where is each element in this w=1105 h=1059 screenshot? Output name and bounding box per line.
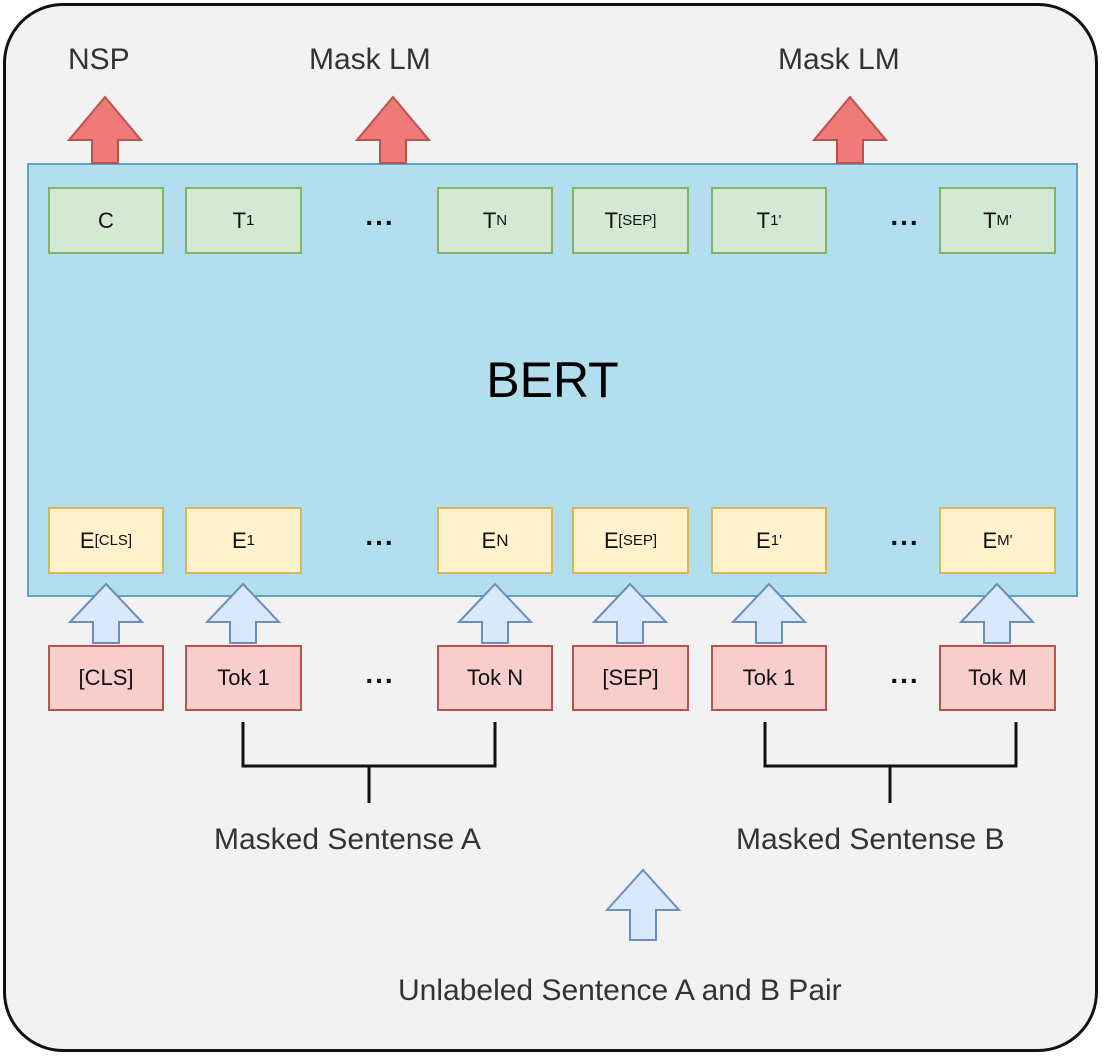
mask-lm-output-arrow-b <box>811 95 889 164</box>
input-arrow-tokn <box>456 582 534 644</box>
input-token-cls: [CLS] <box>48 645 164 711</box>
embedding-cls: E[CLS] <box>48 507 164 574</box>
input-token-tokn: Tok N <box>437 645 553 711</box>
nsp-output-arrow <box>66 95 144 164</box>
input-token-tok1-b: Tok 1 <box>711 645 827 711</box>
mask-lm-label-b: Mask LM <box>778 43 900 76</box>
mask-lm-output-arrow-a <box>354 95 432 164</box>
input-token-sep: [SEP] <box>572 645 689 711</box>
bert-title: BERT <box>486 352 619 408</box>
sentence-a-bracket <box>241 722 497 768</box>
input-arrow-tok1-a <box>204 582 282 644</box>
embedding-ellipsis-a: ... <box>365 520 395 551</box>
sentence-pair-label: Unlabeled Sentence A and B Pair <box>398 974 842 1007</box>
input-ellipsis-b: ... <box>890 658 920 689</box>
sentence-b-bracket <box>763 722 1018 768</box>
embedding-ellipsis-b: ... <box>890 520 920 551</box>
output-token-c: C <box>48 187 164 254</box>
embedding-sep: E[SEP] <box>572 507 689 574</box>
input-arrow-tok1-b <box>730 582 808 644</box>
output-ellipsis-a: ... <box>365 200 395 231</box>
input-arrow-tokm <box>958 582 1036 644</box>
output-ellipsis-b: ... <box>890 200 920 231</box>
input-ellipsis-a: ... <box>365 658 395 689</box>
output-token-tsep: T[SEP] <box>572 187 689 254</box>
input-arrow-cls <box>67 582 145 644</box>
nsp-label: NSP <box>68 43 130 76</box>
mask-lm-label-a: Mask LM <box>309 43 431 76</box>
input-token-tokm: Tok M <box>939 645 1056 711</box>
input-arrow-sep <box>591 582 669 644</box>
masked-sentence-b-label: Masked Sentense B <box>736 823 1005 856</box>
input-token-tok1-a: Tok 1 <box>185 645 302 711</box>
sentence-pair-arrow <box>604 868 682 941</box>
masked-sentence-a-label: Masked Sentense A <box>214 823 481 856</box>
